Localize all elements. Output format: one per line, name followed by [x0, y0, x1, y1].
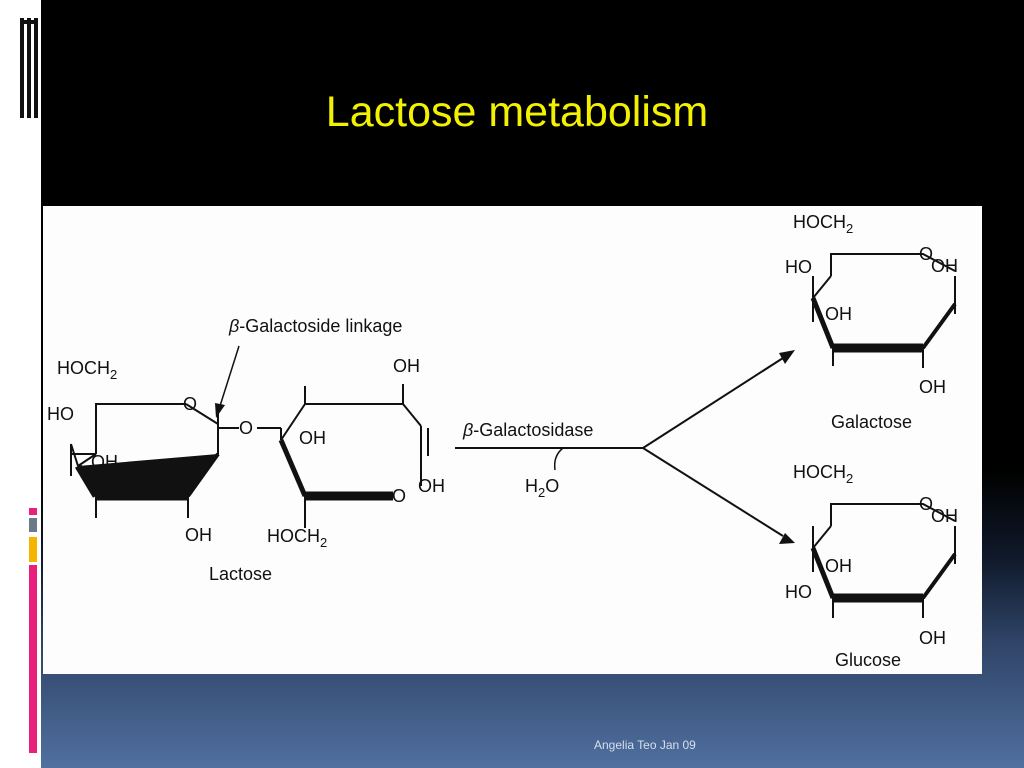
lactose-ring-o-right: O — [392, 486, 406, 506]
glucose-name: Glucose — [835, 650, 901, 670]
galactose-oh-right: OH — [931, 256, 958, 276]
lactose-oh-left-bottom: OH — [185, 525, 212, 545]
galactose-oh-inner: OH — [825, 304, 852, 324]
reaction-diagram: β-Galactoside linkage HOCH2 HO O OH OH O… — [43, 206, 982, 674]
lactose-hoch2-bottom: HOCH2 — [267, 526, 327, 550]
galactose-ho: HO — [785, 257, 812, 277]
glucose-ho: HO — [785, 582, 812, 602]
galactose-hoch2: HOCH2 — [793, 212, 853, 236]
lactose-ho-left: HO — [47, 404, 74, 424]
enzyme-label: β-Galactosidase — [462, 420, 593, 440]
lactose-hoch2-left: HOCH2 — [57, 358, 117, 382]
glucose-oh-bottom: OH — [919, 628, 946, 648]
decor-accent-pink-small — [29, 508, 37, 515]
lactose-oh-right-inner: OH — [299, 428, 326, 448]
decor-accent-pink-long — [29, 565, 37, 753]
glucose-oh-right: OH — [931, 506, 958, 526]
decor-accent-gray — [29, 518, 37, 532]
lactose-oh-right-top: OH — [393, 356, 420, 376]
slide-footer: Angelia Teo Jan 09 — [594, 738, 696, 752]
glucose-hoch2: HOCH2 — [793, 462, 853, 486]
lactose-name: Lactose — [209, 564, 272, 584]
water-label: H2O — [525, 476, 559, 500]
lactose-oh-right: OH — [418, 476, 445, 496]
slide-title: Lactose metabolism — [325, 88, 709, 136]
glucose-ring-o: O — [919, 494, 933, 514]
galactose-ring-o: O — [919, 244, 933, 264]
linkage-label: β-Galactoside linkage — [228, 316, 402, 336]
reaction-svg: β-Galactoside linkage HOCH2 HO O OH OH O… — [47, 212, 958, 670]
galactose-oh-bottom: OH — [919, 377, 946, 397]
lactose-oh-left-inner: OH — [91, 452, 118, 472]
decor-bars-top — [20, 18, 42, 118]
decor-accent-orange — [29, 537, 37, 562]
glycosidic-o: O — [239, 418, 253, 438]
lactose-ring-o-left: O — [183, 394, 197, 414]
galactose-name: Galactose — [831, 412, 912, 432]
glucose-oh-inner: OH — [825, 556, 852, 576]
